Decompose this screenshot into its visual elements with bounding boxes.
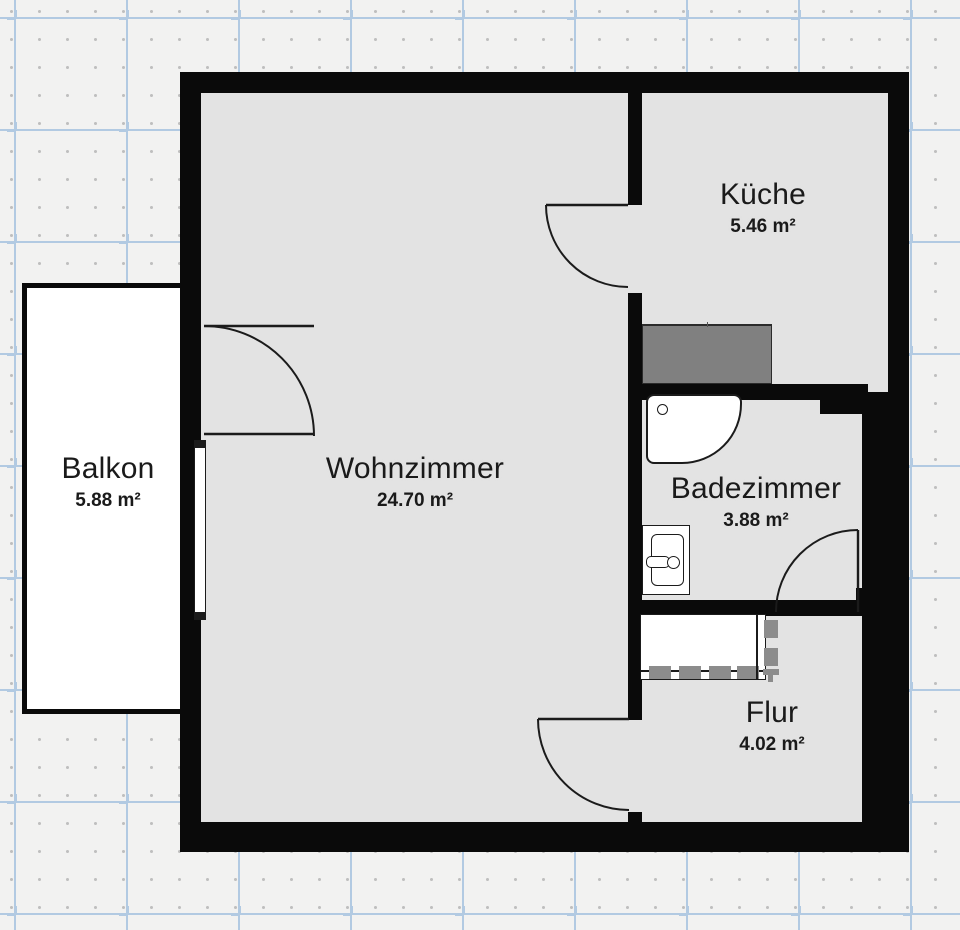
room-label-badezimmer: Badezimmer 3.88 m² [671,472,841,533]
room-label-kueche: Küche 5.46 m² [720,178,806,239]
wardrobe [640,614,766,680]
wash-basin [642,525,690,595]
balcony-wall-bottom [22,709,198,714]
exterior-wall-top [180,72,909,93]
room-label-wohnzimmer: Wohnzimmer 24.70 m² [326,452,504,513]
sliding-door-cap-top [195,441,205,448]
coat-hook-lower [763,669,779,675]
door-bathroom [770,524,866,618]
room-label-flur: Flur 4.02 m² [739,696,804,757]
door-jamb-bathroom [856,588,870,616]
exterior-wall-left [180,72,201,852]
interior-wall-vertical-lower [628,812,642,824]
room-area: 4.02 m² [739,734,805,755]
balcony-wall-top [22,283,198,288]
coat-hook-upper [764,620,778,638]
basin-tap-knob [667,556,680,569]
coat-hook-lower-stem [768,673,773,682]
room-name: Balkon [61,452,155,485]
exterior-wall-right-bottom [862,600,909,852]
room-area: 5.88 m² [75,490,141,511]
wardrobe-hanger [649,666,671,679]
wardrobe-hanger [709,666,731,679]
wardrobe-hanger [679,666,701,679]
room-floor-balkon [22,283,198,714]
balcony-wall-left [22,283,27,714]
exterior-wall-bottom [180,822,909,852]
door-kitchen [540,198,640,298]
wardrobe-door-edge [756,615,758,679]
room-label-balkon: Balkon 5.88 m² [62,452,155,513]
wardrobe-hanger [737,666,759,679]
balcony-sliding-door [194,440,206,620]
room-area: 24.70 m² [376,490,454,511]
room-name: Badezimmer [670,472,842,505]
exterior-wall-right-upper [888,72,909,392]
room-name: Flur [745,696,799,729]
wardrobe-rail [641,670,765,672]
interior-wall-bath-hall [628,600,868,616]
room-area: 3.88 m² [723,510,789,531]
coat-hook-middle [764,648,778,666]
kitchen-counter [642,322,772,384]
sliding-door-cap-bottom [195,612,205,619]
shower-drain-icon [657,404,668,415]
room-name: Wohnzimmer [325,452,505,485]
room-floor-wohnzimmer [200,92,890,823]
hob-mark [707,322,708,327]
door-balcony [200,320,322,440]
door-hall [530,712,640,824]
interior-wall-vertical-upper [628,92,642,205]
room-name: Küche [719,178,807,211]
room-area: 5.46 m² [730,216,796,237]
